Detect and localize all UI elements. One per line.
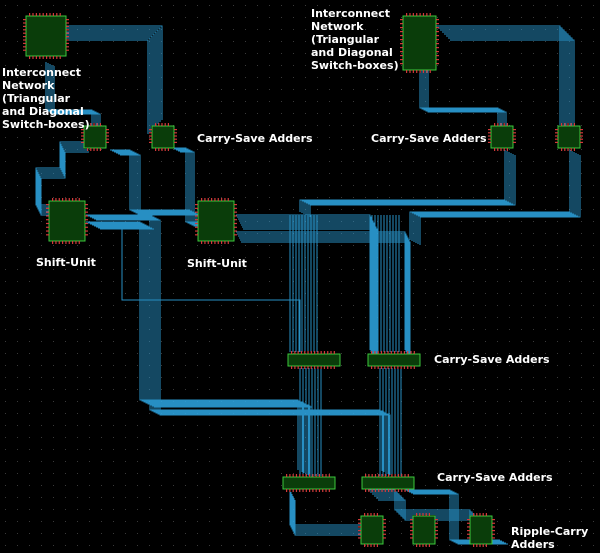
- ripple-block-1: [358, 513, 386, 547]
- ripple-block-2: [410, 513, 438, 547]
- shift-unit-block-right: [195, 198, 237, 244]
- bus-mid-to-lower-left: [299, 368, 322, 476]
- bus-center-right-vertical: [371, 215, 400, 352]
- circuit-blocks: [23, 13, 583, 547]
- bus-lower-to-ripple: [289, 490, 370, 536]
- label-interconnect-right: Interconnect Network (Triangular and Dia…: [311, 7, 399, 72]
- csa-block-top-4: [555, 123, 583, 151]
- csa-block-low-2: [361, 474, 415, 492]
- bus-icn-right-to-csa: [436, 25, 575, 139]
- csa-block-top-3: [488, 123, 516, 151]
- csa-block-mid-2: [367, 351, 421, 369]
- bus-right2-csa-down: [409, 150, 581, 245]
- label-interconnect-left: Interconnect Network (Triangular and Dia…: [2, 66, 90, 131]
- ripple-block-3: [467, 513, 495, 547]
- csa-block-mid-1: [287, 351, 341, 369]
- interconnect-block-right: [400, 13, 439, 73]
- bus-center-left-vertical: [289, 215, 318, 352]
- bus-icn-left-to-csa: [52, 25, 163, 134]
- csa-block-top-1: [81, 123, 109, 151]
- csa-block-top-2: [149, 123, 177, 151]
- bus-right-csa-down: [299, 150, 516, 217]
- shift-unit-block-left: [46, 198, 88, 244]
- label-ripple-carry: Ripple-Carry Adders: [511, 525, 589, 551]
- csa-block-low-1: [282, 474, 336, 492]
- label-csa-lower: Carry-Save Adders: [437, 471, 553, 484]
- label-csa-top-right: Carry-Save Adders: [371, 132, 487, 145]
- bus-thin-loop: [121, 222, 301, 352]
- label-csa-middle: Carry-Save Adders: [434, 353, 550, 366]
- label-shift-unit-left: Shift-Unit: [36, 256, 96, 269]
- bus-csa-left-to-shift: [35, 141, 89, 216]
- bus-icn-right-down: [419, 62, 507, 130]
- label-shift-unit-right: Shift-Unit: [187, 257, 247, 270]
- interconnect-block-left: [23, 13, 69, 59]
- label-csa-top-left: Carry-Save Adders: [197, 132, 313, 145]
- bus-mid-to-lower-right: [379, 368, 402, 476]
